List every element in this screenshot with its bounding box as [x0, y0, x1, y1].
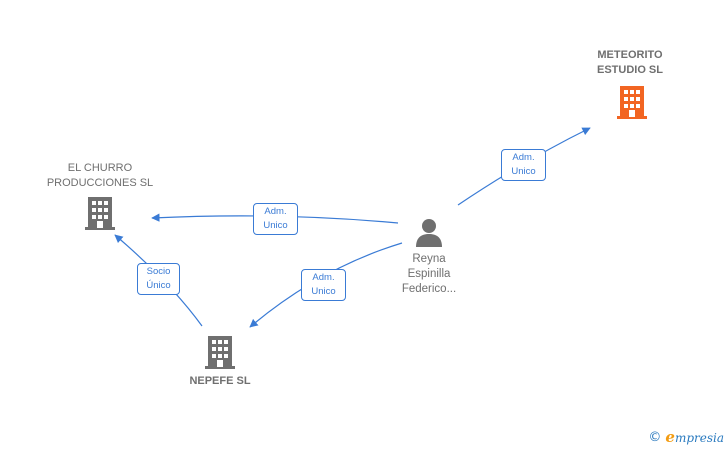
node-label-meteorito[interactable]: METEORITO ESTUDIO SL — [596, 49, 663, 76]
edge-label-reyna-meteorito: Adm. Unico — [501, 149, 546, 181]
edge-label-nepefe-churro: Socio Único — [137, 263, 180, 295]
copyright-symbol: © — [648, 429, 662, 445]
building-icon[interactable] — [617, 86, 647, 119]
node-label-nepefe[interactable]: NEPEFE SL — [189, 375, 251, 387]
building-icon[interactable] — [205, 336, 235, 369]
person-icon[interactable] — [416, 219, 442, 247]
building-icon[interactable] — [85, 197, 115, 230]
brand-name: empresia — [665, 428, 724, 446]
node-label-churro[interactable]: EL CHURRO PRODUCCIONES SL — [46, 162, 154, 189]
edge-label-reyna-nepefe: Adm. Unico — [301, 269, 346, 301]
node-label-reyna[interactable]: Reyna Espinilla Federico... — [401, 253, 457, 295]
brand-watermark: © empresia — [648, 428, 724, 446]
edge-label-reyna-churro: Adm. Unico — [253, 203, 298, 235]
